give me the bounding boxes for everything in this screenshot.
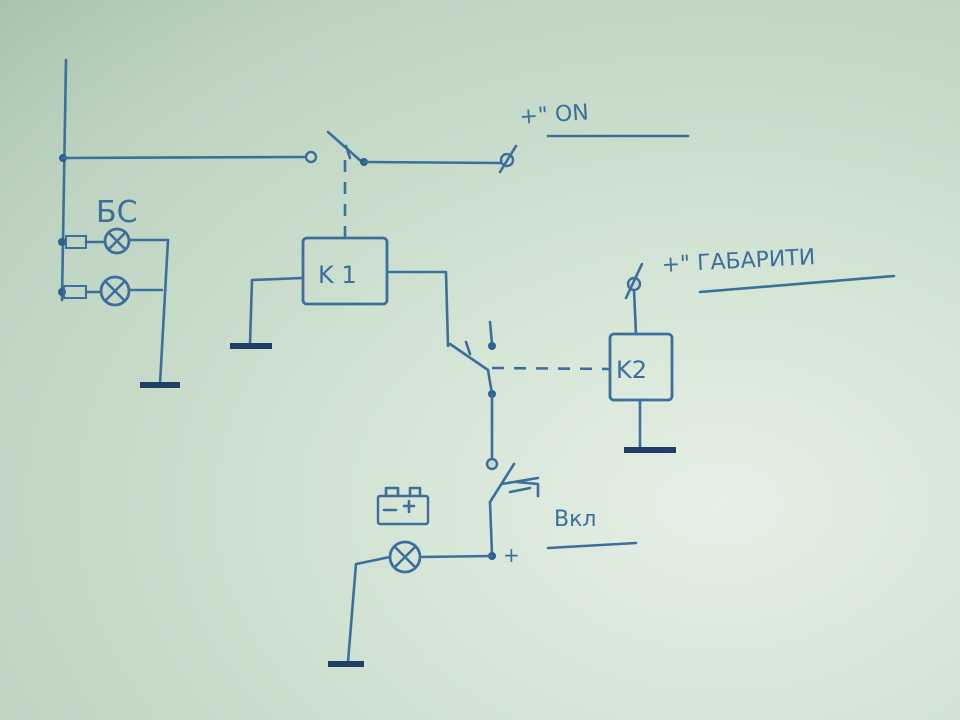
lamp2-socket xyxy=(63,285,87,299)
bus-junction-node xyxy=(58,238,66,246)
k2-label: K2 xyxy=(616,356,647,384)
plus-label: + xyxy=(503,543,520,567)
on-label: +" ON xyxy=(519,100,590,130)
lamp2-cross xyxy=(104,280,126,302)
gabariti-terminal-slash xyxy=(624,262,644,300)
k2-switch-to-button xyxy=(486,368,494,396)
k1-label: K 1 xyxy=(318,261,357,289)
k1-switch-hook xyxy=(344,144,352,160)
lamp1-cross xyxy=(107,231,127,251)
battery-icon xyxy=(376,486,430,526)
indicator-wire xyxy=(418,554,494,559)
on-terminal-slash xyxy=(498,144,518,174)
gabariti-label: +" ГАБАРИТИ xyxy=(661,245,816,278)
k2-switch-blade xyxy=(448,342,490,372)
top-wire xyxy=(61,155,308,160)
gabariti-underline xyxy=(698,274,896,294)
k1-switch-terminal xyxy=(304,150,318,164)
k1-output-wire xyxy=(385,270,450,348)
k2-supply-wire xyxy=(632,288,638,336)
on-wire xyxy=(362,160,504,165)
button-upper-terminal xyxy=(485,457,499,471)
left-bus-wire xyxy=(60,58,68,302)
k2-switch-hook xyxy=(464,340,472,356)
indicator-cross xyxy=(393,545,417,569)
lamp-return-wire xyxy=(158,238,170,386)
k2-switch-contact xyxy=(488,320,494,346)
push-button-actuator xyxy=(500,476,540,498)
lamp1-socket xyxy=(65,235,87,249)
bs-label: БС xyxy=(96,195,138,230)
k2-mechanical-link xyxy=(491,366,611,371)
push-button-lower-wire xyxy=(488,500,494,556)
indicator-ground-wire xyxy=(346,555,392,664)
vka-underline xyxy=(546,541,638,550)
k2-switch-node xyxy=(488,342,496,350)
vka-label: Вкл xyxy=(554,507,596,532)
k1-ground-wire xyxy=(248,276,305,346)
